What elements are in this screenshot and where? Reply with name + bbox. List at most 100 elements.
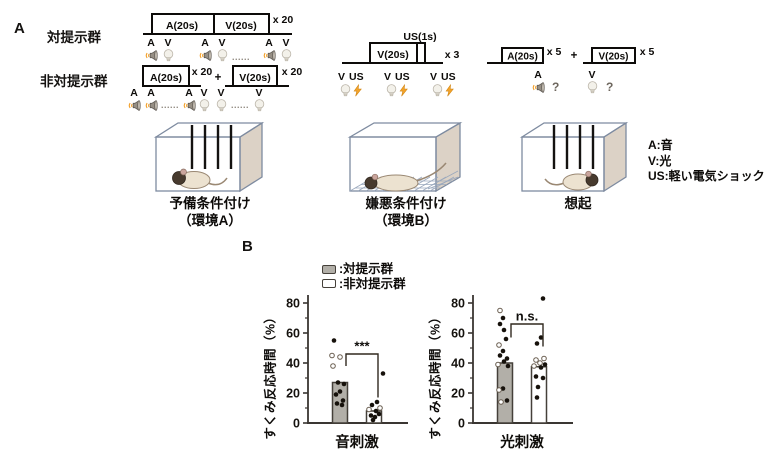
data-point <box>373 408 379 414</box>
data-point <box>540 375 546 381</box>
pulse-seg-a: A(20s) <box>166 20 198 32</box>
y-tick-label: 60 <box>286 327 300 341</box>
pulse-seg-v: V(20s) <box>598 52 628 63</box>
stimulus-key: A:音 V:光 US:軽い電気ショック <box>648 138 765 185</box>
recall-pulse-waveform: A(20s) x 5 + V(20s) x 5 <box>487 46 654 64</box>
speaker-icon <box>127 98 142 113</box>
data-point <box>541 355 547 362</box>
ellipsis-dots: ...... <box>232 52 251 62</box>
data-point <box>370 417 376 423</box>
data-point <box>496 342 502 348</box>
data-point <box>500 315 506 321</box>
pulse-seg-a: A(20s) <box>150 72 182 84</box>
bulb-icon <box>279 48 294 63</box>
legend-row-unpaired: :非対提示群 <box>322 277 406 292</box>
pulse-count-a: x 20 <box>192 66 213 78</box>
y-tick-label: 0 <box>458 417 465 431</box>
pulse-seg-v: V(20s) <box>225 20 257 32</box>
panel-a-label: A <box>14 20 25 37</box>
stage2-title: 嫌悪条件付け <box>365 196 447 211</box>
speaker-icon <box>144 48 159 63</box>
bar-unpaired-group <box>530 366 548 424</box>
y-axis-title: すくみ反応時間（%） <box>428 310 443 440</box>
ellipsis-dots: ...... <box>161 100 180 110</box>
stage1-subtitle: （環境A） <box>178 212 242 228</box>
unpaired-light-cluster: V V ...... V <box>196 88 267 113</box>
data-point <box>329 352 335 359</box>
recall-sound-icon-group: A <box>530 70 546 95</box>
bulb-icon <box>430 83 445 98</box>
bar-paired-group <box>331 381 349 424</box>
significance-bracket <box>510 323 544 347</box>
data-point <box>534 395 540 400</box>
stage3-label: 想起 <box>516 196 640 213</box>
data-point <box>542 362 548 367</box>
stage2-label: 嫌悪条件付け （環境B） <box>342 196 470 229</box>
bulb-icon <box>161 48 176 63</box>
question-mark: ? <box>606 80 614 94</box>
chart-legend: :対提示群 :非対提示群 <box>322 262 406 291</box>
question-mark: ? <box>552 80 560 94</box>
mouse-illustration <box>364 162 447 192</box>
stage1-label: 予備条件付け （環境A） <box>148 196 272 229</box>
mouse-illustration <box>544 170 599 191</box>
speaker-icon <box>182 98 197 113</box>
pulse-seg-v: V(20s) <box>239 72 271 84</box>
data-point <box>377 405 383 411</box>
plus-sign: + <box>215 72 222 84</box>
data-point <box>497 353 503 358</box>
bulb-icon <box>384 83 399 98</box>
data-point <box>334 401 340 406</box>
data-point <box>531 363 537 369</box>
data-point <box>498 399 504 405</box>
data-point <box>537 360 543 366</box>
key-light: V:光 <box>648 153 672 168</box>
speaker-icon <box>531 80 546 95</box>
bulb-icon <box>215 48 230 63</box>
y-tick-label: 40 <box>451 357 465 371</box>
data-point <box>337 389 343 394</box>
data-point <box>333 392 339 397</box>
data-point <box>496 387 502 393</box>
data-point <box>368 413 374 418</box>
data-point <box>341 381 347 387</box>
pulse-seg-a: A(20s) <box>507 52 538 63</box>
data-point <box>380 371 386 376</box>
y-tick-label: 20 <box>286 387 300 401</box>
pulse-count-v: x 20 <box>282 66 303 78</box>
data-point <box>497 321 503 327</box>
ellipsis-dots: ...... <box>231 100 250 110</box>
data-point <box>369 402 375 408</box>
y-tick-label: 80 <box>451 297 465 311</box>
recall-light-icon-group: V <box>584 70 600 95</box>
legend-label-unpaired: :非対提示群 <box>339 276 406 291</box>
data-point <box>505 363 511 369</box>
cage-preconditioning <box>153 121 265 193</box>
x-axis-label: 音刺激 <box>335 433 379 451</box>
data-point <box>533 374 539 379</box>
data-point <box>330 363 336 369</box>
stage3-title: 想起 <box>564 196 592 211</box>
pulse-count-a: x 5 <box>547 46 562 58</box>
stage2-subtitle: （環境B） <box>374 212 438 228</box>
lightning-icon <box>352 83 364 98</box>
bulb-icon <box>214 98 229 113</box>
data-point <box>504 356 510 361</box>
panel-b-label: B <box>242 238 253 255</box>
data-point <box>335 380 341 385</box>
pulse-seg-v: V(20s) <box>377 49 409 61</box>
data-point <box>500 386 506 391</box>
pulse-count: x 20 <box>273 14 294 26</box>
y-axis-title: すくみ反応時間（%） <box>263 310 278 440</box>
cage-recall <box>519 121 629 193</box>
data-point <box>497 307 503 314</box>
bulb-icon <box>197 98 212 113</box>
significance-label: *** <box>354 339 370 354</box>
data-point <box>376 411 382 417</box>
legend-row-paired: :対提示群 <box>322 262 406 277</box>
